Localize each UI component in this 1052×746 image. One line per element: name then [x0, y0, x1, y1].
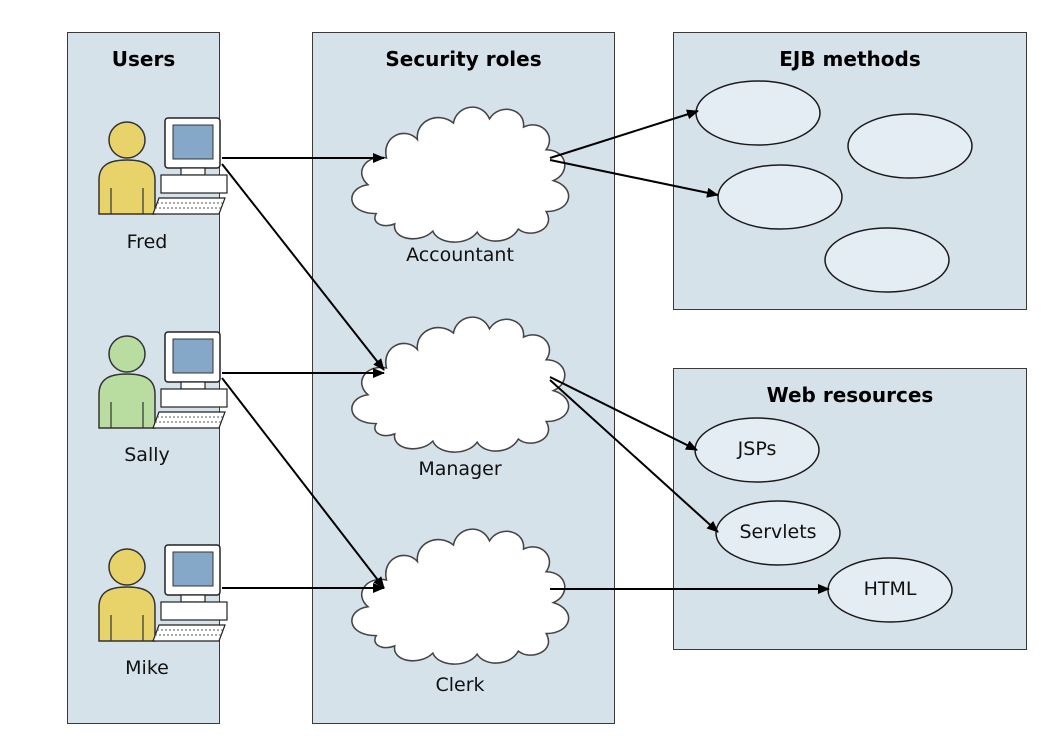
role-cloud-clerk [351, 528, 570, 665]
person-icon [98, 335, 156, 429]
role-name-accountant: Accountant [406, 244, 514, 266]
user-name-mike: Mike [125, 657, 169, 679]
cloud-icon [351, 528, 570, 665]
user-name-sally: Sally [124, 444, 170, 466]
arrow-accountant-ejb-1 [549, 109, 699, 159]
arrow-sally-clerk [221, 377, 385, 589]
ejb-method-ellipse [824, 227, 950, 293]
arrow-manager-servlets [549, 379, 719, 533]
role-cloud-accountant [351, 106, 570, 243]
role-cloud-manager [351, 316, 570, 453]
computer-icon [152, 117, 228, 215]
web-resource-label-servlets: Servlets [739, 521, 817, 543]
role-name-manager: Manager [418, 458, 502, 480]
user-name-fred: Fred [126, 231, 168, 253]
role-name-clerk: Clerk [435, 674, 485, 696]
users-panel-title: Users [111, 47, 176, 71]
user-fred [98, 117, 228, 215]
person-icon [98, 121, 156, 215]
computer-icon [152, 331, 228, 429]
security-roles-panel-title: Security roles [385, 47, 542, 71]
ejb-method-ellipse [847, 113, 973, 179]
person-icon [98, 548, 156, 642]
cloud-icon [351, 106, 570, 243]
cloud-icon [351, 316, 570, 453]
web-resource-servlets-ellipse [715, 500, 841, 566]
ejb-method-ellipse [717, 164, 843, 230]
web-resources-panel-title: Web resources [766, 383, 934, 407]
computer-icon [152, 544, 228, 642]
arrow-fred-manager [221, 163, 385, 371]
web-resource-label-html: HTML [863, 578, 917, 600]
arrow-accountant-ejb-3 [549, 159, 719, 198]
ejb-methods-panel-title: EJB methods [779, 47, 921, 71]
user-sally [98, 331, 228, 429]
user-mike [98, 544, 228, 642]
arrow-manager-jsps [549, 376, 698, 451]
ejb-method-ellipse [695, 80, 821, 146]
web-resource-label-jsps: JSPs [737, 438, 777, 460]
